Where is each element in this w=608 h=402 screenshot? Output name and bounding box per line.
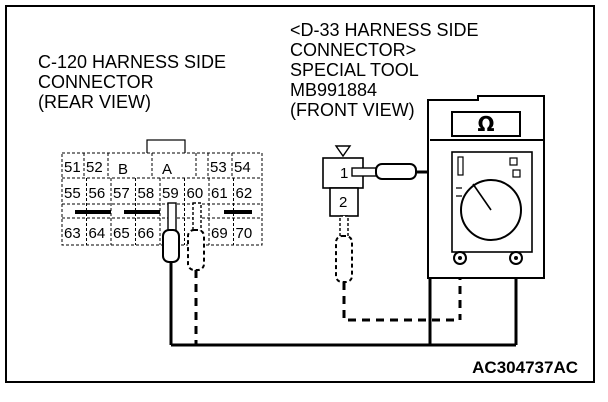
range-mark (457, 156, 464, 176)
probe-handle (162, 229, 180, 263)
ohm-jack-center (514, 256, 518, 260)
pin-label: 57 (113, 185, 130, 202)
pin-1-label: 1 (340, 165, 348, 182)
d33-label-line: SPECIAL TOOL (290, 60, 419, 80)
pin-label: 56 (89, 185, 106, 202)
d33-label-line: (FRONT VIEW) (290, 100, 415, 120)
pin-label: B (118, 161, 128, 178)
probe-tip (351, 167, 379, 177)
wire-dashed (342, 282, 460, 322)
c120-label-line: (REAR VIEW) (38, 92, 152, 112)
pin-label: A (162, 161, 172, 178)
connector-triangle-marker (334, 145, 352, 158)
pin-2-label: 2 (339, 194, 347, 211)
d33-label-line: <D-33 HARNESS SIDE (290, 20, 479, 40)
probe-handle (335, 235, 353, 283)
pin-label: 63 (64, 225, 81, 242)
diagram-frame (5, 5, 595, 383)
key-bar (75, 210, 111, 214)
pin-label: 60 (187, 185, 204, 202)
pin-label: 65 (113, 225, 130, 242)
pin-label: 70 (236, 225, 253, 242)
probe-pin-59 (162, 202, 180, 345)
connector-body (61, 152, 263, 246)
range-mark (512, 169, 521, 178)
pin-label: 61 (211, 185, 228, 202)
pin2-housing (329, 187, 359, 217)
probe-pin-60 (187, 202, 205, 345)
pin-label: 66 (138, 225, 155, 242)
pin-label: 51 (64, 159, 81, 176)
meter-display (451, 111, 521, 137)
probe-tip (192, 202, 202, 232)
d33-connector-label: <D-33 HARNESS SIDE CONNECTOR> SPECIAL TO… (290, 20, 479, 120)
probe-handle (375, 163, 417, 180)
pin-label: 62 (236, 185, 253, 202)
ohm-icon: Ω (477, 112, 494, 136)
probe-pin-1 (351, 163, 432, 345)
c120-label-line: C-120 HARNESS SIDE (38, 52, 227, 72)
pin-label: 59 (162, 185, 179, 202)
probe-tip (339, 215, 349, 239)
d33-label-line: MB991884 (290, 80, 378, 100)
pin-label: 53 (210, 159, 227, 176)
c120-connector-label: C-120 HARNESS SIDE CONNECTOR (REAR VIEW) (38, 52, 226, 112)
c120-label-line: CONNECTOR (38, 72, 154, 92)
pin-label: 69 (211, 225, 228, 242)
pin-label: 58 (138, 185, 155, 202)
range-mark (456, 187, 462, 197)
pin-label: 64 (89, 225, 106, 242)
probe-tip (167, 202, 177, 232)
connector-latch (146, 139, 186, 155)
dial-pointer (472, 183, 492, 211)
pin-label: 55 (64, 185, 81, 202)
pin-label: 52 (86, 159, 103, 176)
probe-handle (187, 229, 205, 271)
d33-connector: 1 2 (322, 145, 364, 217)
figure-code: AC304737AC (472, 358, 578, 377)
probe-pin-2 (335, 215, 460, 322)
c120-connector: 51 52 B A 53 54 55 56 57 58 59 60 61 62 63 64 65 66 69 70 (61, 139, 263, 246)
com-jack-center (458, 256, 462, 260)
pin-label: 54 (234, 159, 251, 176)
range-mark (509, 157, 518, 166)
key-bar (124, 210, 160, 214)
key-bar (224, 210, 252, 214)
multimeter: Ω (427, 95, 545, 279)
d33-label-line: CONNECTOR> (290, 40, 417, 60)
